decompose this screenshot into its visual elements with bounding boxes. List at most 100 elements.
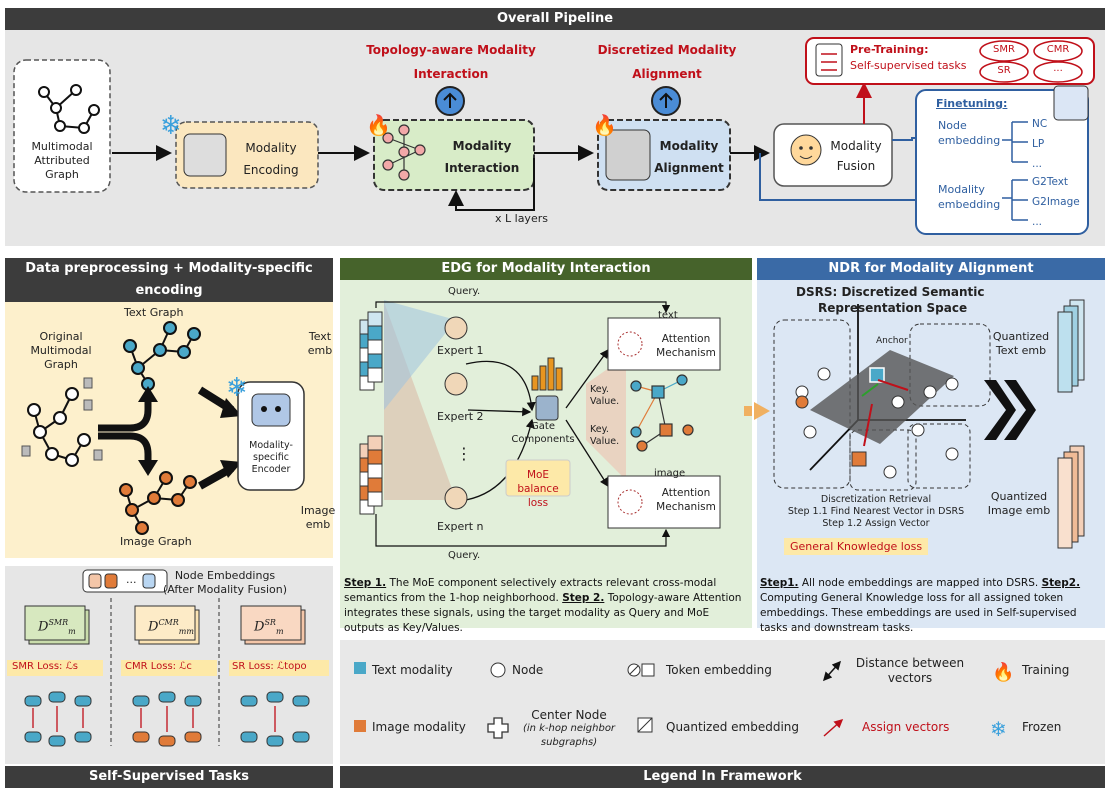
expert-icon: [444, 316, 468, 510]
attention-graph-icon: [617, 331, 643, 515]
edg-diagram: [359, 300, 721, 547]
image-swatch-icon: [354, 720, 366, 732]
pretrain-tag-sr: [979, 61, 1029, 83]
legend-center-node: Center Node(in k-hop neighbor subgraphs): [522, 708, 616, 748]
preprocess-title: Data preprocessing + Modality-specific e…: [5, 258, 333, 302]
encoding-gear-icon: [183, 133, 227, 177]
image-graph: [119, 471, 197, 535]
assign-arrow-icon: [823, 719, 844, 737]
original-graph: [27, 387, 91, 467]
ssl-graphs: [24, 691, 310, 747]
pretrain-tag-more: [1033, 61, 1083, 83]
fire-icon: 🔥: [992, 661, 1014, 683]
network-icon: [382, 124, 426, 181]
fire-icon: 🔥: [592, 113, 617, 137]
preprocess-diagram: ❄: [21, 321, 305, 535]
robot-icon: [251, 393, 291, 427]
edg-caption: Step 1. The MoE component selectively ex…: [344, 577, 742, 634]
cmr-loss-label: CMR Loss: ℒc: [125, 661, 192, 672]
document-icon: [21, 377, 103, 461]
edg-title: EDG for Modality Interaction: [340, 258, 752, 280]
pipeline-title: Overall Pipeline: [5, 8, 1105, 30]
image-emb-stack: [359, 435, 383, 515]
legend-text-modality: Text modality: [372, 663, 453, 677]
legend-frozen: Frozen: [1022, 720, 1062, 734]
pretrain-tag-cmr-label: CMR: [1046, 44, 1070, 55]
loss-bars: [7, 660, 329, 676]
text-graph: [123, 321, 201, 391]
arrow-in-icon: [744, 406, 752, 416]
text-emb-stack: [359, 311, 383, 391]
anchor-label: Anchor: [876, 336, 908, 346]
legend-panel: [340, 640, 1105, 764]
text-graph-label: Text Graph: [124, 306, 184, 319]
pretrain-tag-smr-label: SMR: [993, 44, 1015, 55]
kv-bottom-label: Key.Value.: [590, 424, 620, 447]
center-node-icon: [487, 717, 509, 739]
pretraining-title: Pre-Training:: [850, 43, 929, 56]
clipboard-icon: [815, 43, 843, 77]
pretrain-tag-sr-label: SR: [997, 65, 1011, 76]
d-cmr-label: DCMRmm: [148, 618, 194, 636]
kv-top-label: Key.Value.: [590, 384, 620, 407]
expert-n-label: Expert n: [437, 520, 484, 533]
settings-icon: [1053, 85, 1089, 121]
detective-icon: [605, 129, 651, 181]
bar-chart-icon: [531, 357, 563, 391]
legend-title: Legend In Framework: [340, 766, 1105, 788]
pretraining-subtitle: Self-supervised tasks: [850, 59, 967, 72]
legend-icons: 🔥 ❄: [354, 660, 1014, 741]
quantized-image-stack: [1057, 445, 1085, 549]
ssl-diagram: [7, 569, 329, 747]
text-swatch-icon: [354, 662, 366, 674]
finetuning-box: [915, 89, 1089, 235]
ndr-diagram: [744, 299, 1085, 549]
gate-icon: [535, 395, 559, 421]
snowflake-icon: ❄: [160, 111, 182, 141]
dsrs-plane: [810, 350, 954, 444]
legend-training: Training: [1022, 663, 1070, 677]
legend-image-modality: Image modality: [372, 720, 466, 734]
legend-token-embedding: Token embedding: [666, 663, 772, 677]
image-attention-box: [607, 475, 721, 529]
quantized-text-stack: [1057, 299, 1085, 393]
person-icon: [790, 134, 822, 166]
d-card-stack: [24, 605, 306, 645]
pretrain-tag-cmr: [1033, 40, 1083, 62]
pipeline-diagram: 🔥 🔥 ❄: [13, 37, 1095, 235]
gk-loss-label: General Knowledge loss: [784, 538, 929, 555]
query-top-label: Query.: [448, 286, 481, 297]
fire-icon: 🔥: [366, 113, 391, 137]
sr-loss-label: SR Loss: ℒtopo: [232, 661, 307, 672]
legend-distance: Distance between vectors: [855, 656, 965, 685]
image-tag: image: [654, 468, 686, 479]
smr-loss-label: SMR Loss: ℒs: [12, 661, 78, 672]
legend-quantized: Quantized embedding: [666, 720, 800, 734]
legend-node: Node: [512, 663, 544, 677]
node-circle-icon: [490, 662, 506, 678]
expert-dots: ⋮: [456, 444, 472, 463]
d-smr-label: DSMRm: [38, 618, 76, 636]
text-attention-box: [607, 317, 721, 371]
query-bottom-label: Query.: [448, 550, 481, 561]
pretrain-tag-smr: [979, 40, 1029, 62]
